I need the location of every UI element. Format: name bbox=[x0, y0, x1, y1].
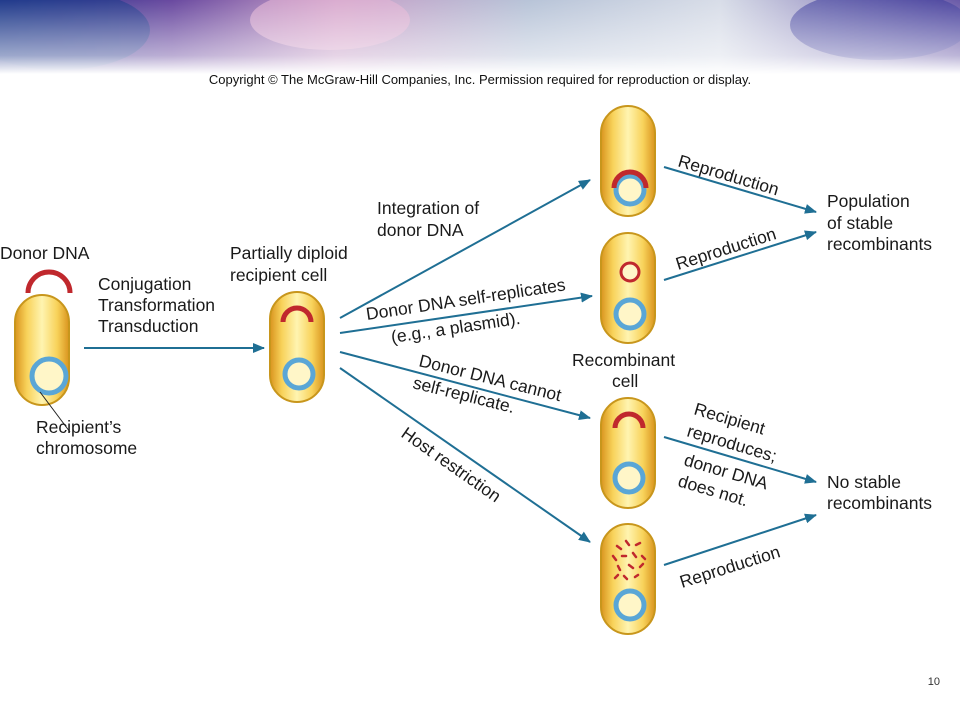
transduction-label: Transduction bbox=[98, 316, 199, 336]
reproduction-label-4: Reproduction bbox=[677, 541, 782, 591]
no-stable-label-line2: recombinants bbox=[827, 493, 932, 513]
host-restriction-arrow bbox=[339, 367, 591, 543]
integration-label-line1: Integration of bbox=[377, 198, 479, 218]
copyright-notice: Copyright © The McGraw-Hill Companies, I… bbox=[208, 72, 752, 87]
population-label-line2: of stable bbox=[827, 213, 893, 233]
recipient-chromosome bbox=[613, 588, 647, 622]
population-label-line1: Population bbox=[827, 191, 910, 211]
integration-label-line2: donor DNA bbox=[377, 220, 464, 240]
host-restriction-cell bbox=[600, 523, 656, 635]
recipient-chromosome-label-line1: Recipient’s bbox=[36, 417, 122, 437]
donor-dna-fragment bbox=[612, 411, 646, 429]
non-replicating-donor-cell bbox=[600, 397, 656, 509]
recipient-chromosome bbox=[29, 356, 69, 396]
recombinant-cell-label-line2: cell bbox=[612, 371, 638, 391]
recipient-chromosome bbox=[612, 461, 646, 495]
cannot-replicate-arrow bbox=[339, 351, 591, 421]
donor-dna-label: Donor DNA bbox=[0, 243, 90, 263]
partially-diploid-label-line2: recipient cell bbox=[230, 265, 327, 285]
host-restriction-label: Host restriction bbox=[398, 423, 505, 506]
integrated-donor-dna bbox=[611, 169, 649, 189]
plasmid-cell bbox=[600, 232, 656, 344]
donor-dna-fragment bbox=[280, 305, 314, 323]
degraded-dna-fragments bbox=[611, 539, 647, 581]
donor-dna-fragment bbox=[25, 269, 73, 294]
donor-recipient-cell bbox=[14, 294, 70, 406]
reproduction-arrow-4 bbox=[663, 513, 817, 566]
recipient-chromosome bbox=[613, 173, 647, 207]
population-label-line3: recombinants bbox=[827, 234, 932, 254]
reproduction-arrow-2 bbox=[663, 230, 817, 281]
no-stable-label-line1: No stable bbox=[827, 472, 901, 492]
partially-diploid-cell bbox=[269, 291, 325, 403]
chromosome-pointer-line bbox=[39, 391, 71, 433]
self-replicates-arrow bbox=[339, 292, 593, 334]
header-banner bbox=[0, 0, 960, 74]
recombinant-cell-label-line1: Recombinant bbox=[572, 350, 675, 370]
transformation-label: Transformation bbox=[98, 295, 215, 315]
conjugation-label: Conjugation bbox=[98, 274, 191, 294]
plasmid bbox=[619, 261, 641, 283]
recipient-chromosome bbox=[282, 357, 316, 391]
reproduction-arrow-3 bbox=[663, 436, 817, 484]
recipient-chromosome bbox=[613, 297, 647, 331]
arrows bbox=[84, 166, 817, 566]
reproduction-arrow-1 bbox=[663, 166, 817, 214]
partially-diploid-label-line1: Partially diploid bbox=[230, 243, 348, 263]
integration-arrow bbox=[339, 179, 591, 319]
integrated-recombinant-cell bbox=[600, 105, 656, 217]
page-number: 10 bbox=[927, 676, 940, 688]
recipient-chromosome-label-line2: chromosome bbox=[36, 438, 137, 458]
